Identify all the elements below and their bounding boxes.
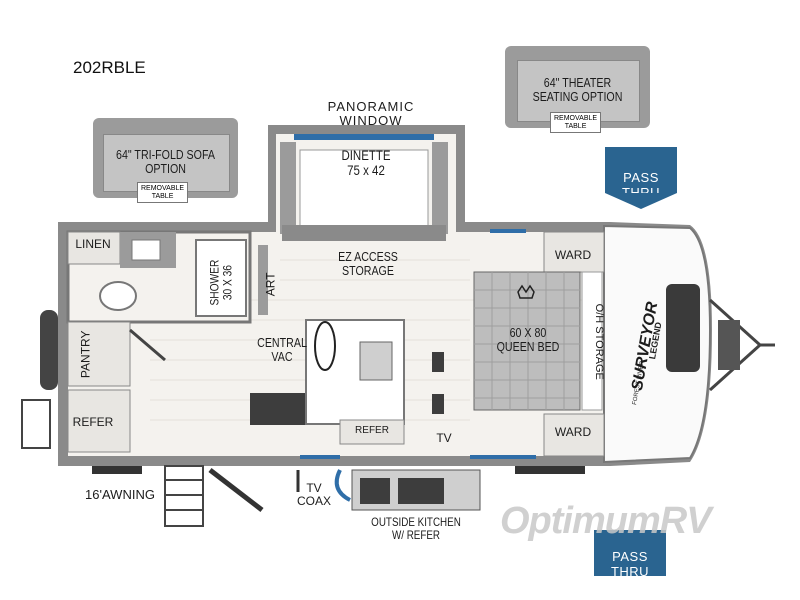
dinette-table — [299, 149, 429, 227]
shower-label: SHOWER 30 X 36 — [207, 259, 234, 306]
outside-cooktop — [360, 478, 390, 504]
refer-mid-box — [339, 419, 405, 445]
pass-thru-bottom: PASS THRU — [594, 530, 666, 579]
boot-print — [314, 321, 336, 371]
central-vac-label: CENTRAL VAC — [257, 335, 307, 364]
window-bedroom-top — [490, 229, 526, 233]
ward-bottom-label: WARD — [554, 425, 592, 439]
entry-door — [208, 468, 264, 512]
pantry-label: PANTRY — [78, 330, 93, 379]
kitchen-counter — [250, 393, 308, 425]
window-bedroom-bottom — [470, 455, 536, 459]
ez-access-storage-label: EZ ACCESS STORAGE — [338, 249, 398, 278]
tv-coax-label: TV COAX — [296, 481, 331, 508]
awning-bar-right — [515, 466, 585, 474]
pass-thru-bottom-label: PASS THRU — [610, 549, 650, 579]
pass-thru-top: PASS THRU — [605, 147, 677, 209]
refer-left-box — [67, 389, 131, 453]
awning-bar — [92, 466, 142, 474]
art-wall — [258, 245, 268, 315]
theater-seating-cushion — [517, 60, 640, 122]
outside-kitchen-label: OUTSIDE KITCHEN W/ REFER — [371, 515, 461, 542]
bath-sink — [131, 239, 161, 261]
oh-storage-strip — [581, 271, 603, 411]
linen-label: LINEN — [75, 237, 111, 251]
trifold-sofa-option: 64" TRI-FOLD SOFA OPTION REMOVABLE TABLE — [93, 118, 238, 204]
dinette-seat-front — [432, 142, 448, 234]
dinette-seat-rear — [280, 142, 296, 234]
watermark-logo: OptimumRV — [500, 500, 712, 542]
rear-spare — [40, 310, 58, 390]
shower-stall — [195, 239, 247, 317]
pantry-cabinet — [67, 321, 131, 387]
oh-storage-label: O/H STORAGE — [592, 303, 605, 380]
theater-table-label: REMOVABLE TABLE — [550, 112, 602, 134]
outside-refer — [398, 478, 444, 504]
rear-step — [21, 399, 51, 449]
refer-left-label: REFER — [72, 415, 114, 429]
model-number: 202RBLE — [73, 58, 146, 77]
queen-bed-label: 60 X 80 QUEEN BED — [496, 325, 560, 354]
hose — [334, 469, 351, 502]
pass-thru-top-arrow — [605, 193, 677, 209]
wardrobe-top — [543, 231, 605, 273]
panoramic-window-label: PANORAMIC WINDOW — [327, 99, 415, 128]
toilet — [99, 281, 137, 311]
ward-top-label: WARD — [554, 248, 592, 262]
trifold-table-label: REMOVABLE TABLE — [137, 182, 189, 204]
theater-seating-label: 64" THEATER SEATING OPTION — [532, 75, 623, 104]
linen-cabinet — [67, 231, 121, 265]
art-label: ART — [263, 272, 278, 297]
stool-2 — [432, 394, 444, 414]
front-window — [666, 284, 700, 372]
wardrobe-bottom — [543, 413, 605, 457]
propane-tanks — [718, 320, 740, 370]
trailer-floor — [68, 134, 604, 456]
entry-steps — [164, 465, 204, 527]
awning-label: 16'AWNING — [85, 487, 155, 502]
kitchen-sink — [359, 341, 393, 381]
trifold-sofa-label: 64" TRI-FOLD SOFA OPTION — [116, 147, 215, 176]
window-living-bottom — [300, 455, 340, 459]
refer-mid-label: REFER — [355, 425, 389, 436]
tv-label: TV — [436, 431, 452, 445]
crown-icon — [517, 284, 535, 299]
dinette-label: DINETTE 75 x 42 — [341, 147, 391, 178]
stool-1 — [432, 352, 444, 372]
dinette-window — [294, 134, 434, 140]
dinette-base — [282, 225, 446, 241]
theater-seating-option: 64" THEATER SEATING OPTION REMOVABLE TAB… — [505, 46, 650, 134]
